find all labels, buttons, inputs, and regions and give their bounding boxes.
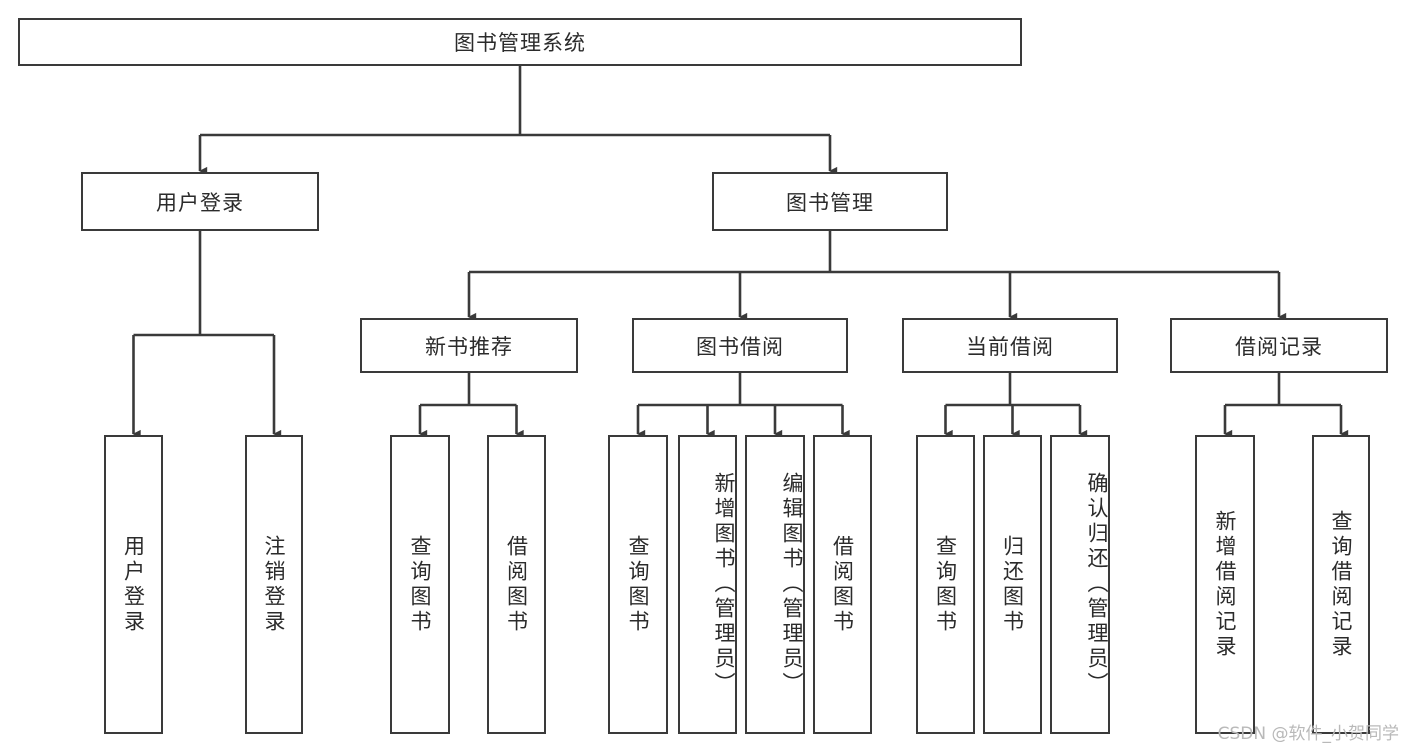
node-label: 确认归还（管理员） — [1085, 472, 1109, 697]
node-records: 借阅记录 — [1170, 318, 1388, 373]
node-l8: 借阅图书 — [813, 435, 872, 734]
node-label: 新增图书（管理员） — [712, 472, 736, 697]
node-label: 查询图书 — [626, 534, 651, 635]
node-label: 借阅图书 — [504, 534, 529, 635]
node-borrow: 图书借阅 — [632, 318, 848, 373]
node-label: 图书管理 — [786, 190, 874, 215]
node-label: 用户登录 — [121, 534, 146, 635]
node-label: 借阅记录 — [1235, 334, 1323, 359]
node-l6: 新增图书（管理员） — [678, 435, 737, 734]
node-bookmgr: 图书管理 — [712, 172, 948, 231]
node-label: 注销登录 — [262, 534, 287, 635]
node-label: 归还图书 — [1000, 534, 1025, 635]
node-l10: 归还图书 — [983, 435, 1042, 734]
node-label: 查询借阅记录 — [1329, 509, 1354, 660]
node-label: 图书管理系统 — [454, 31, 586, 55]
node-label: 编辑图书（管理员） — [780, 472, 804, 697]
node-label: 查询图书 — [933, 534, 958, 635]
edge-layer — [132, 66, 1349, 439]
node-current: 当前借阅 — [902, 318, 1118, 373]
node-label: 借阅图书 — [830, 534, 855, 635]
node-label: 查询图书 — [408, 534, 433, 635]
node-label: 当前借阅 — [966, 334, 1054, 359]
node-login: 用户登录 — [81, 172, 319, 231]
node-l5: 查询图书 — [608, 435, 668, 734]
node-l11: 确认归还（管理员） — [1050, 435, 1110, 734]
node-label: 新增借阅记录 — [1213, 509, 1238, 660]
node-l2: 注销登录 — [245, 435, 303, 734]
node-l12: 新增借阅记录 — [1195, 435, 1255, 734]
node-l3: 查询图书 — [390, 435, 450, 734]
node-l1: 用户登录 — [104, 435, 163, 734]
node-newbook: 新书推荐 — [360, 318, 578, 373]
node-l4: 借阅图书 — [487, 435, 546, 734]
node-root: 图书管理系统 — [18, 18, 1022, 66]
node-label: 新书推荐 — [425, 334, 513, 359]
node-label: 图书借阅 — [696, 334, 784, 359]
node-l7: 编辑图书（管理员） — [745, 435, 805, 734]
node-l13: 查询借阅记录 — [1312, 435, 1370, 734]
watermark: CSDN @软件_小贺同学 — [1217, 724, 1399, 744]
node-label: 用户登录 — [156, 190, 244, 215]
node-l9: 查询图书 — [916, 435, 975, 734]
